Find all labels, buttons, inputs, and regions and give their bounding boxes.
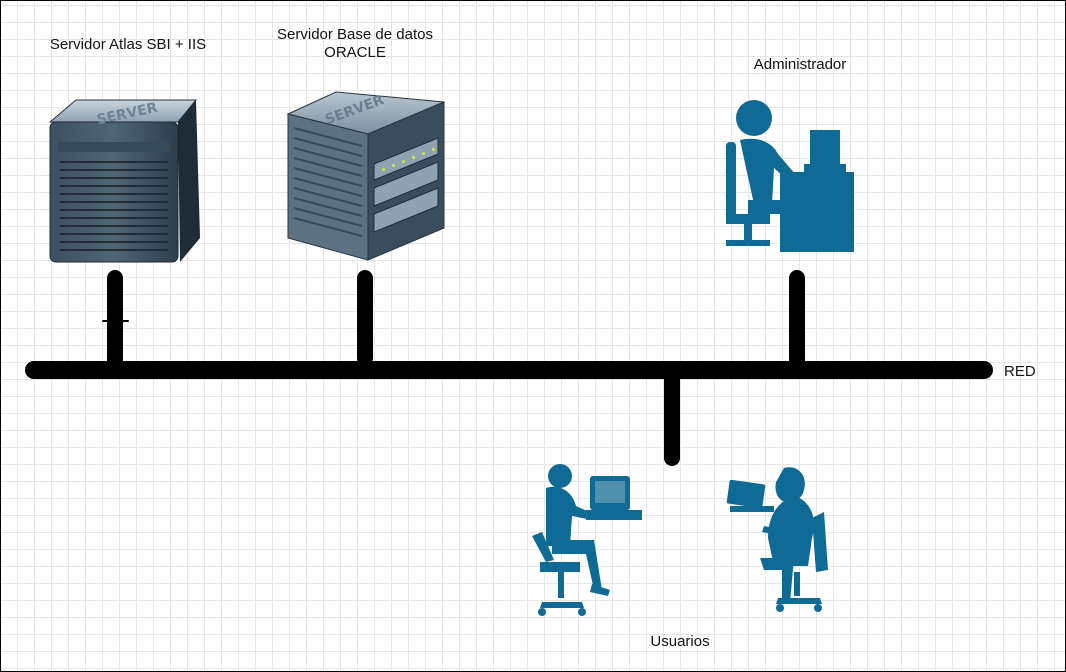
user-laptop-icon [726,467,828,612]
network-label: RED [1004,363,1036,380]
administrator-desk-icon [726,100,854,252]
server-tower-icon: SERVER [48,99,200,263]
admin-label: Administrador [753,56,847,73]
server2-label-line1: Servidor Base de datos [277,26,433,43]
user-desktop-icon [532,464,642,616]
server2-label: Servidor Base de datos ORACLE [250,26,460,62]
server2-label-line2: ORACLE [324,44,386,61]
server-rack-icon: SERVER [286,91,445,261]
users-label: Usuarios [650,633,710,650]
server1-label: Servidor Atlas SBI + IIS [49,36,207,53]
